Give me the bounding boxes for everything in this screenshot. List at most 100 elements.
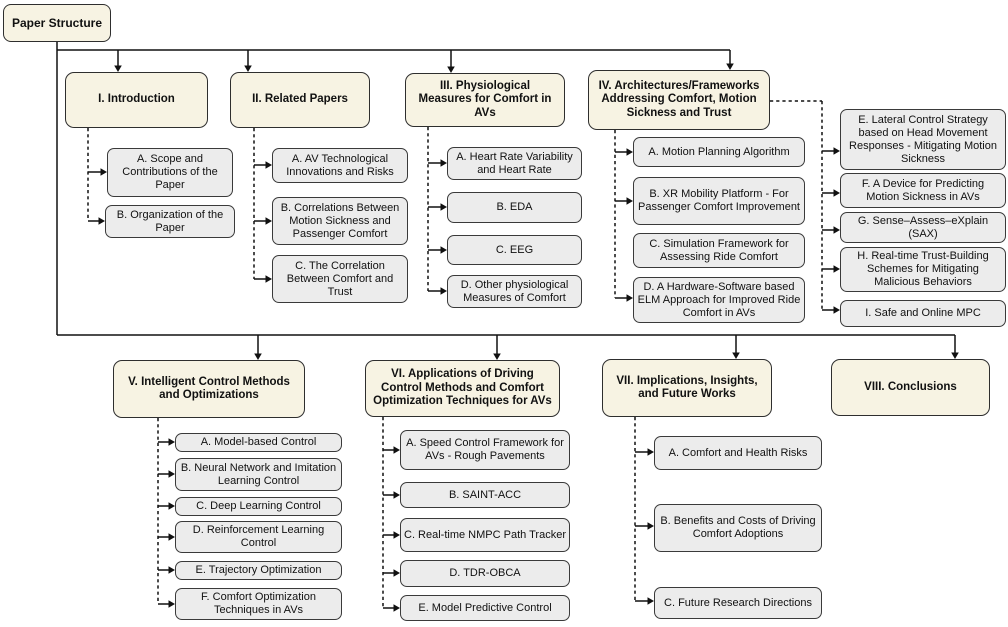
item-box-s3-a-label: A. Heart Rate Variability and Heart Rate bbox=[456, 150, 573, 176]
item-box-s6-c: C. Real-time NMPC Path Tracker bbox=[400, 518, 570, 552]
arrowhead-icon bbox=[168, 470, 175, 478]
arrowhead-icon bbox=[265, 275, 272, 283]
item-box-s1-a: A. Scope and Contributions of the Paper bbox=[107, 148, 233, 197]
item-box-s6-e: E. Model Predictive Control bbox=[400, 595, 570, 621]
item-box-s2-b-label: B. Correlations Between Motion Sickness … bbox=[280, 201, 400, 240]
arrowhead-icon bbox=[114, 65, 122, 72]
item-box-s4-a-label: A. Motion Planning Algorithm bbox=[648, 145, 790, 158]
item-box-s5-f: F. Comfort Optimization Techniques in AV… bbox=[175, 588, 342, 620]
section-box-s7: VII. Implications, Insights, and Future … bbox=[602, 359, 772, 417]
item-box-s7-c-label: C. Future Research Directions bbox=[664, 596, 812, 609]
item-box-s5-a-label: A. Model-based Control bbox=[200, 436, 317, 448]
arrowhead-icon bbox=[254, 353, 262, 360]
section-box-s8: VIII. Conclusions bbox=[831, 359, 990, 416]
section-box-s1-label: I. Introduction bbox=[98, 93, 175, 106]
item-box-s7-a: A. Comfort and Health Risks bbox=[654, 436, 822, 470]
item-box-s1-b: B. Organization of the Paper bbox=[105, 205, 235, 238]
section-box-s6-label: VI. Applications of Driving Control Meth… bbox=[373, 368, 552, 408]
section-box-s3: III. Physiological Measures for Comfort … bbox=[405, 73, 565, 127]
item-box-s1-a-label: A. Scope and Contributions of the Paper bbox=[122, 153, 218, 191]
item-box-s5-a: A. Model-based Control bbox=[175, 433, 342, 452]
item-box-s3-b-label: B. EDA bbox=[496, 201, 533, 213]
item-box-s5-b-label: B. Neural Network and Imitation Learning… bbox=[180, 461, 337, 487]
item-box-s3-d: D. Other physiological Measures of Comfo… bbox=[447, 275, 582, 308]
arrowhead-icon bbox=[732, 352, 740, 359]
arrowhead-icon bbox=[244, 65, 252, 72]
item-box-s6-a-label: A. Speed Control Framework for AVs - Rou… bbox=[406, 437, 564, 462]
section-box-s2: II. Related Papers bbox=[230, 72, 370, 128]
root-box-paper-structure: Paper Structure bbox=[3, 4, 111, 42]
section-box-s4: IV. Architectures/Frameworks Addressing … bbox=[588, 70, 770, 130]
arrowhead-icon bbox=[833, 189, 840, 197]
item-box-s4-d-label: D. A Hardware-Software based ELM Approac… bbox=[637, 280, 801, 319]
arrowhead-icon bbox=[440, 246, 447, 254]
section-box-s6: VI. Applications of Driving Control Meth… bbox=[365, 360, 560, 417]
item-box-s4-h: H. Real-time Trust-Building Schemes for … bbox=[840, 247, 1006, 292]
arrowhead-icon bbox=[393, 604, 400, 612]
section-box-s7-label: VII. Implications, Insights, and Future … bbox=[616, 374, 758, 401]
item-box-s4-b-label: B. XR Mobility Platform - For Passenger … bbox=[637, 188, 800, 213]
arrowhead-icon bbox=[833, 226, 840, 234]
arrowhead-icon bbox=[265, 161, 272, 169]
arrowhead-icon bbox=[440, 203, 447, 211]
arrowhead-icon bbox=[100, 168, 107, 176]
root-box-paper-structure-label: Paper Structure bbox=[11, 16, 103, 30]
arrowhead-icon bbox=[833, 306, 840, 314]
item-box-s3-c-label: C. EEG bbox=[495, 243, 534, 256]
section-box-s8-label: VIII. Conclusions bbox=[864, 380, 957, 393]
item-box-s7-c: C. Future Research Directions bbox=[654, 587, 822, 619]
item-box-s3-d-label: D. Other physiological Measures of Comfo… bbox=[460, 278, 569, 304]
arrowhead-icon bbox=[440, 159, 447, 167]
section-box-s5: V. Intelligent Control Methods and Optim… bbox=[113, 360, 305, 418]
arrowhead-icon bbox=[265, 217, 272, 225]
item-box-s3-a: A. Heart Rate Variability and Heart Rate bbox=[447, 147, 582, 180]
arrowhead-icon bbox=[626, 294, 633, 302]
arrowhead-icon bbox=[393, 491, 400, 499]
item-box-s2-a-label: A. AV Technological Innovations and Risk… bbox=[286, 152, 394, 178]
section-box-s1: I. Introduction bbox=[65, 72, 208, 128]
arrowhead-icon bbox=[493, 353, 501, 360]
item-box-s5-f-label: F. Comfort Optimization Techniques in AV… bbox=[201, 591, 316, 616]
arrowhead-icon bbox=[168, 533, 175, 541]
arrowhead-icon bbox=[98, 217, 105, 225]
item-box-s5-b: B. Neural Network and Imitation Learning… bbox=[175, 458, 342, 491]
section-box-s3-label: III. Physiological Measures for Comfort … bbox=[418, 79, 552, 119]
item-box-s6-b-label: B. SAINT-ACC bbox=[448, 488, 522, 501]
arrowhead-icon bbox=[647, 522, 654, 530]
item-box-s6-b: B. SAINT-ACC bbox=[400, 482, 570, 508]
arrowhead-icon bbox=[168, 502, 175, 510]
arrowhead-icon bbox=[168, 600, 175, 608]
item-box-s6-d: D. TDR-OBCA bbox=[400, 560, 570, 587]
item-box-s5-d-label: D. Reinforcement Learning Control bbox=[192, 524, 325, 549]
item-box-s2-c: C. The Correlation Between Comfort and T… bbox=[272, 255, 408, 303]
item-box-s4-d: D. A Hardware-Software based ELM Approac… bbox=[633, 277, 805, 323]
item-box-s1-b-label: B. Organization of the Paper bbox=[116, 208, 224, 234]
arrowhead-icon bbox=[626, 148, 633, 156]
item-box-s4-i-label: I. Safe and Online MPC bbox=[865, 307, 981, 319]
arrowhead-icon bbox=[951, 352, 959, 359]
section-box-s5-label: V. Intelligent Control Methods and Optim… bbox=[128, 375, 290, 402]
item-box-s7-b-label: B. Benefits and Costs of Driving Comfort… bbox=[660, 515, 816, 540]
item-box-s4-b: B. XR Mobility Platform - For Passenger … bbox=[633, 177, 805, 225]
arrowhead-icon bbox=[726, 63, 734, 70]
arrowhead-icon bbox=[647, 597, 654, 605]
item-box-s5-c-label: C. Deep Learning Control bbox=[196, 500, 321, 512]
item-box-s4-a: A. Motion Planning Algorithm bbox=[633, 137, 805, 167]
item-box-s4-e: E. Lateral Control Strategy based on Hea… bbox=[840, 109, 1006, 170]
item-box-s3-b: B. EDA bbox=[447, 192, 582, 223]
item-box-s5-e: E. Trajectory Optimization bbox=[175, 561, 342, 580]
item-box-s4-f-label: F. A Device for Predicting Motion Sickne… bbox=[861, 177, 985, 203]
item-box-s2-c-label: C. The Correlation Between Comfort and T… bbox=[286, 259, 394, 298]
item-box-s6-d-label: D. TDR-OBCA bbox=[449, 567, 521, 579]
arrowhead-icon bbox=[393, 446, 400, 454]
section-box-s4-label: IV. Architectures/Frameworks Addressing … bbox=[598, 79, 760, 119]
item-box-s4-g-label: G. Sense–Assess–eXplain (SAX) bbox=[857, 214, 989, 240]
arrowhead-icon bbox=[393, 569, 400, 577]
item-box-s4-h-label: H. Real-time Trust-Building Schemes for … bbox=[857, 250, 989, 288]
item-box-s5-e-label: E. Trajectory Optimization bbox=[195, 564, 322, 576]
section-box-s2-label: II. Related Papers bbox=[252, 93, 348, 106]
item-box-s4-i: I. Safe and Online MPC bbox=[840, 300, 1006, 327]
item-box-s2-b: B. Correlations Between Motion Sickness … bbox=[272, 197, 408, 245]
